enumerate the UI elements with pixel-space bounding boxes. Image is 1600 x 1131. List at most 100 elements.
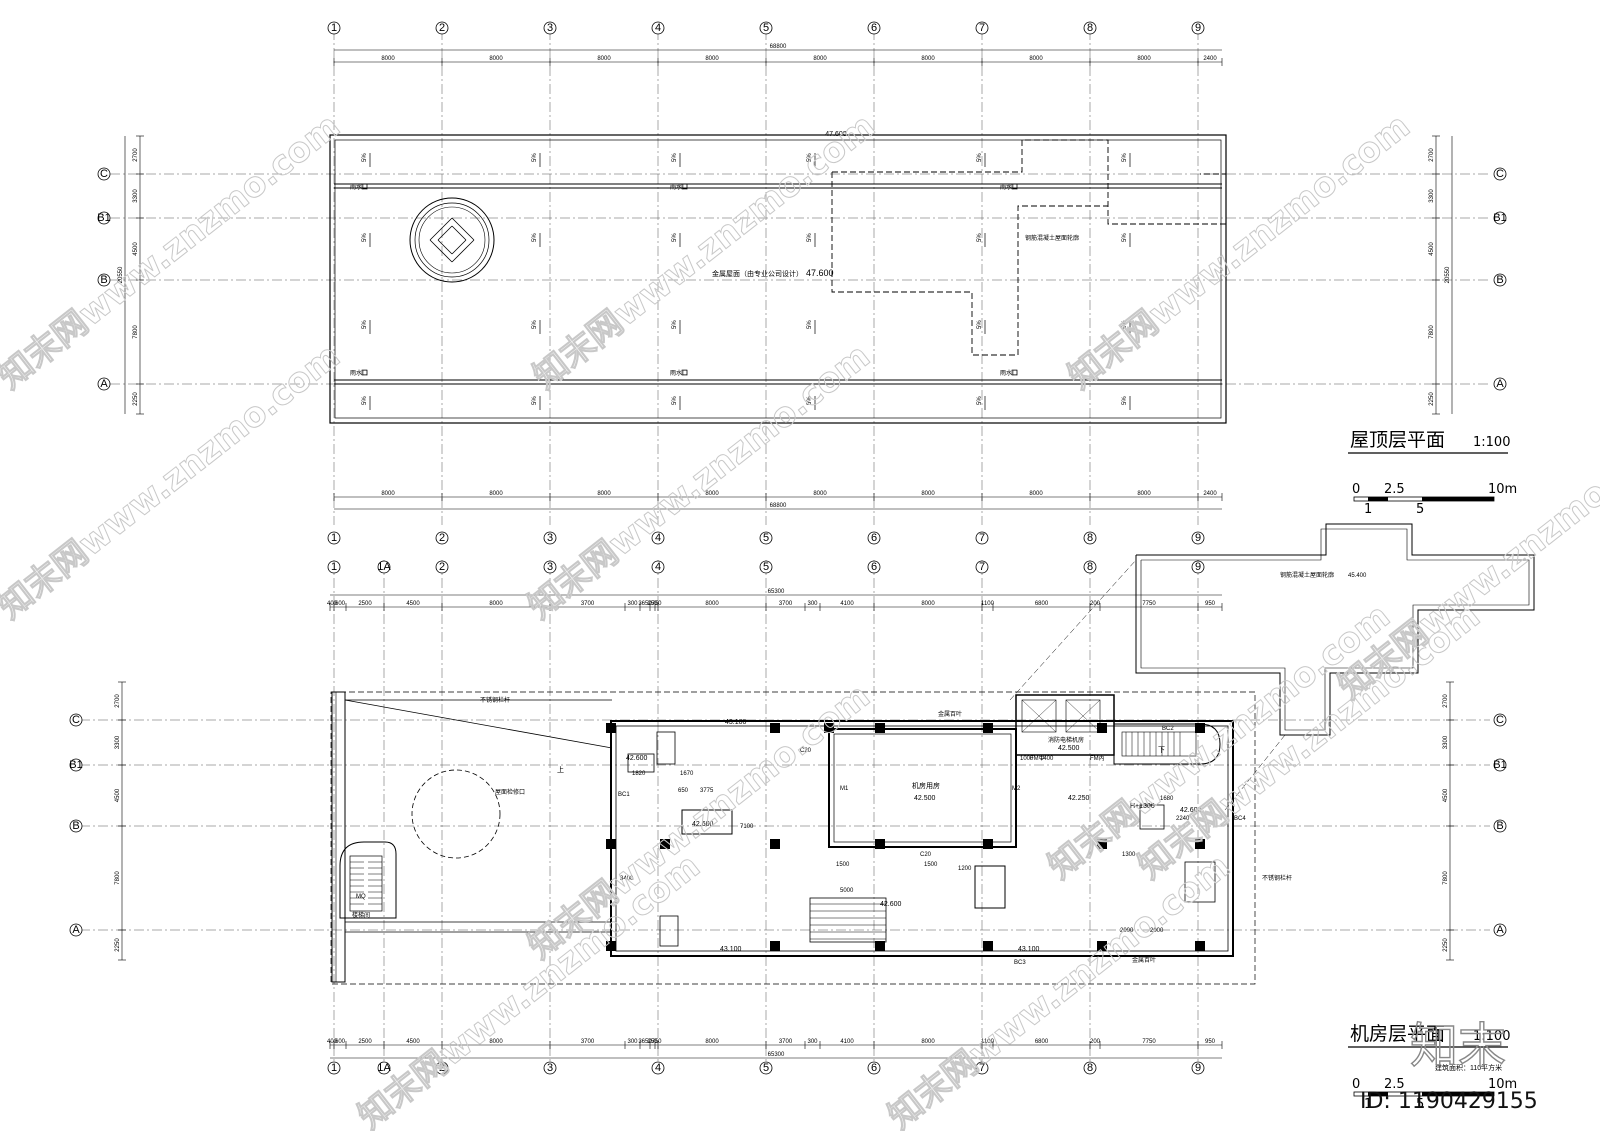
equipment-box [1184, 861, 1216, 903]
misc-dim: 1820 [632, 771, 646, 777]
grid-bubble-label: 1 [331, 561, 337, 573]
grid-bubble-label: 3 [547, 532, 553, 544]
elevation-label: 42.250 [1068, 795, 1090, 802]
grid-bubble-label: 1 [331, 532, 337, 544]
grid-bubble [543, 21, 557, 35]
elevation-label: 43.100 [1018, 946, 1040, 953]
platform-edge [344, 699, 613, 749]
grid-bubble-label: 5 [763, 1062, 769, 1074]
dim-label: 8000 [921, 1039, 935, 1045]
column [1195, 723, 1205, 733]
scalebar-label: 5 [1416, 502, 1424, 517]
drain-mark [681, 183, 688, 190]
grid-bubble [1083, 531, 1097, 545]
grid-bubble [867, 1061, 881, 1075]
grid-bubble [1493, 167, 1507, 181]
skylight-pattern [451, 239, 475, 263]
door-tag: MQ [356, 894, 366, 900]
grid-bubble [1493, 377, 1507, 391]
dim-label: 2700 [1443, 694, 1449, 708]
slope-label: 5% [977, 396, 983, 405]
dim-label: 600 [335, 601, 346, 607]
machine-room-wall [828, 728, 1017, 848]
grid-bubble-label: 8 [1087, 561, 1093, 573]
grid-bubble-label: 4 [655, 22, 661, 34]
rail-note: 不锈钢栏杆 [480, 696, 510, 704]
grid-bubble [1493, 923, 1507, 937]
dim-label: 8000 [1029, 491, 1043, 497]
dim-label: 8000 [813, 491, 827, 497]
drain-mark [361, 183, 368, 190]
skylight-pattern [429, 239, 453, 263]
slope-label: 5% [977, 233, 983, 242]
grid-bubble-label: 1A [377, 1062, 391, 1074]
dim-label: 3300 [1443, 735, 1449, 749]
dim-label: 8000 [705, 1039, 719, 1045]
dim-label: 4500 [406, 601, 420, 607]
dim-label: 3650 [638, 1039, 652, 1045]
scalebar-label: 0 [1352, 1077, 1360, 1092]
grid-bubble-label: B [1496, 820, 1503, 832]
watermark-text: 知末网www.znzmo.com [351, 846, 708, 1131]
column [660, 839, 670, 849]
scalebar-label: 2.5 [1384, 482, 1405, 497]
watermark-text: 知末网www.znzmo.com [881, 846, 1238, 1131]
grid-bubble [377, 560, 391, 574]
dim-label: 8000 [1137, 491, 1151, 497]
grid-bubble-label: B [100, 274, 107, 286]
dim-overall: 20550 [1445, 266, 1451, 283]
watermark-text: 知末网www.znzmo.com [526, 106, 883, 397]
drain-label: 雨水口 [670, 369, 688, 377]
dim-label: 8000 [489, 1039, 503, 1045]
roof-title: 屋顶层平面 [1350, 429, 1445, 451]
equipment-box [627, 753, 655, 773]
concrete-roof-outline [832, 139, 1227, 225]
drain-mark [1011, 369, 1018, 376]
drain-mark [361, 369, 368, 376]
dim-label: 7750 [1142, 1039, 1156, 1045]
slope-label: 5% [532, 396, 538, 405]
watermark-text: 知末网www.znzmo.com [1061, 106, 1418, 397]
slope-label: 5% [672, 233, 678, 242]
equipment-box [656, 731, 676, 765]
dim-label: 400 [327, 601, 338, 607]
dim-overall: 68800 [770, 503, 787, 509]
grid-bubble-label: B [1496, 274, 1503, 286]
grid-bubble-label: C [72, 714, 80, 726]
dim-label: 2250 [133, 392, 139, 406]
door-tag: BC3 [1014, 960, 1026, 966]
grid-bubble [759, 560, 773, 574]
elevation-label: 43.100 [720, 946, 742, 953]
elevation-label: 43.100 [725, 719, 747, 726]
slope-label: 5% [362, 153, 368, 162]
grid-bubble [435, 560, 449, 574]
grid-bubble-label: 2 [439, 532, 445, 544]
dim-label: 2700 [1429, 148, 1435, 162]
grid-bubble [867, 531, 881, 545]
grid-bubble [1083, 560, 1097, 574]
concrete-roof-detail [1135, 523, 1535, 736]
skylight-pattern [451, 239, 467, 255]
misc-dim: 1000 [1020, 756, 1034, 762]
dim-label: 200 [1090, 1039, 1101, 1045]
main-wall-inner [615, 725, 1229, 952]
grid-bubble-label: C [1496, 168, 1504, 180]
dim-label: 250 [647, 1039, 658, 1045]
elevation-label: 42.600 [626, 755, 648, 762]
slope-label: 5% [807, 320, 813, 329]
misc-dim: 1500 [836, 862, 850, 868]
dim-label: 400 [327, 1039, 338, 1045]
elevator-shaft [1065, 699, 1101, 733]
column [983, 839, 993, 849]
dim-label: 4500 [1443, 788, 1449, 802]
skylight-pattern [451, 217, 475, 241]
stair-right-inner [1121, 731, 1197, 757]
roof-scale: 1:100 [1473, 435, 1510, 450]
grid-bubble [651, 531, 665, 545]
rail-note-right: 不锈钢栏杆 [1262, 874, 1292, 882]
grid-bubble-label: A [100, 378, 108, 390]
drain-mark [1011, 183, 1018, 190]
dim-label: 8000 [1137, 56, 1151, 62]
dim-label: 950 [1205, 1039, 1216, 1045]
